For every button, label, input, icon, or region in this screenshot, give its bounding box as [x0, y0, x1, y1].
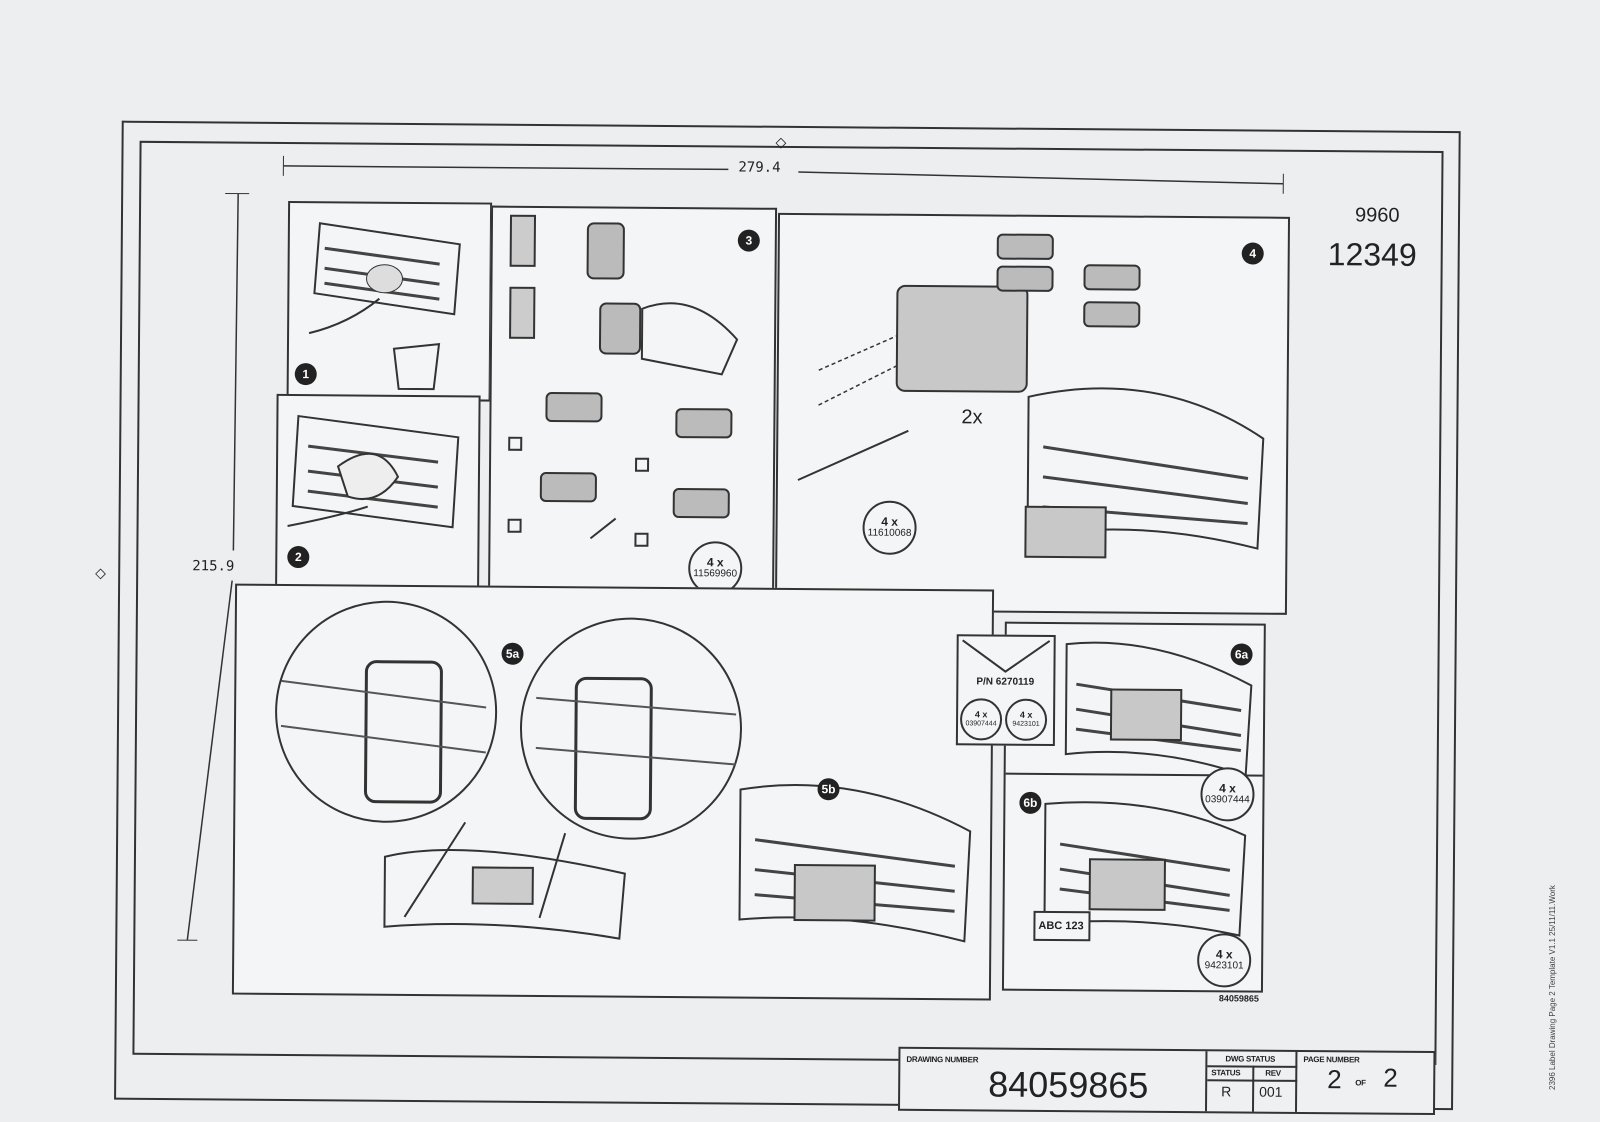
drawing-number-label: DRAWING NUMBER [906, 1055, 978, 1065]
reference-large: 12349 [1328, 236, 1417, 274]
callout-quantity: 4 x [1007, 711, 1045, 720]
height-dimension: 215.9 [192, 558, 234, 574]
page-of-label: OF [1355, 1078, 1366, 1087]
callout-part-number: 9423101 [1007, 720, 1045, 729]
step-badge: 3 [738, 230, 760, 252]
callout-quantity: 4 x [690, 556, 740, 568]
step-badge: 6a [1230, 643, 1252, 665]
callout-part-number: 11610068 [864, 528, 914, 540]
page-number-cell: PAGE NUMBER 2 OF 2 [1295, 1052, 1435, 1113]
tab-assembly-illustration [490, 208, 775, 602]
callout-quantity: 4 x [962, 710, 1000, 719]
rev-value: 001 [1259, 1084, 1282, 1100]
kit-callout: 4 x 03907444 [960, 698, 1002, 740]
reference-small: 9960 [1355, 204, 1400, 227]
kit-envelope: P/N 6270119 4 x 03907444 4 x 9423101 [956, 634, 1056, 746]
page-total: 2 [1383, 1063, 1398, 1094]
step-badge: 5a [501, 643, 523, 665]
callout-part-number: 11569960 [690, 568, 740, 580]
step-badge: 2 [287, 546, 309, 568]
step-1-panel: 1 [287, 201, 493, 402]
status-label: STATUS [1211, 1068, 1240, 1077]
footer-reference: 84059865 [1219, 993, 1259, 1003]
part-callout: 4 x 03907444 [1200, 767, 1254, 821]
part-callout: 4 x 11610068 [862, 500, 916, 554]
dwg-status-label: DWG STATUS [1225, 1054, 1275, 1063]
kit-callout: 4 x 9423101 [1005, 699, 1047, 741]
width-dimension: 279.4 [738, 160, 780, 176]
kit-part-number: P/N 6270119 [976, 676, 1034, 687]
clip-install-illustration [234, 586, 992, 999]
side-template-text: 2396 Label Drawing Page 2 Template V1.1 … [1548, 885, 1557, 1090]
step-5-panel: 5a 5b [232, 584, 994, 1001]
step-2-panel: 2 [275, 394, 481, 592]
title-block: DRAWING NUMBER 84059865 DWG STATUS STATU… [898, 1047, 1435, 1115]
callout-part-number: 03907444 [962, 719, 1000, 728]
bracket-mount-illustration [777, 215, 1288, 613]
quantity-label: 2x [961, 406, 982, 429]
status-value: R [1221, 1083, 1231, 1099]
step-4-panel: 4 2x 4 x 11610068 [775, 213, 1290, 615]
wash-grille-illustration [289, 203, 491, 400]
callout-part-number: 03907444 [1202, 794, 1252, 806]
step-badge: 5b [817, 778, 839, 800]
step-badge: 4 [1242, 242, 1264, 264]
page-number-label: PAGE NUMBER [1303, 1055, 1359, 1064]
callout-quantity: 4 x [865, 516, 915, 528]
callout-quantity: 4 x [1202, 782, 1252, 794]
drawing-number: 84059865 [988, 1063, 1148, 1106]
step-3-panel: 3 4 x 11569960 [488, 206, 777, 604]
dwg-status-cell: DWG STATUS STATUS REV R 001 [1205, 1051, 1297, 1112]
step-badge: 6b [1019, 792, 1041, 814]
page-current: 2 [1327, 1064, 1342, 1095]
part-callout: 4 x 9423101 [1197, 933, 1251, 987]
callout-quantity: 4 x [1199, 948, 1249, 960]
rev-label: REV [1265, 1069, 1281, 1078]
license-plate-text: ABC 123 [1038, 920, 1083, 932]
step-badge: 1 [295, 363, 317, 385]
callout-part-number: 9423101 [1199, 960, 1249, 972]
